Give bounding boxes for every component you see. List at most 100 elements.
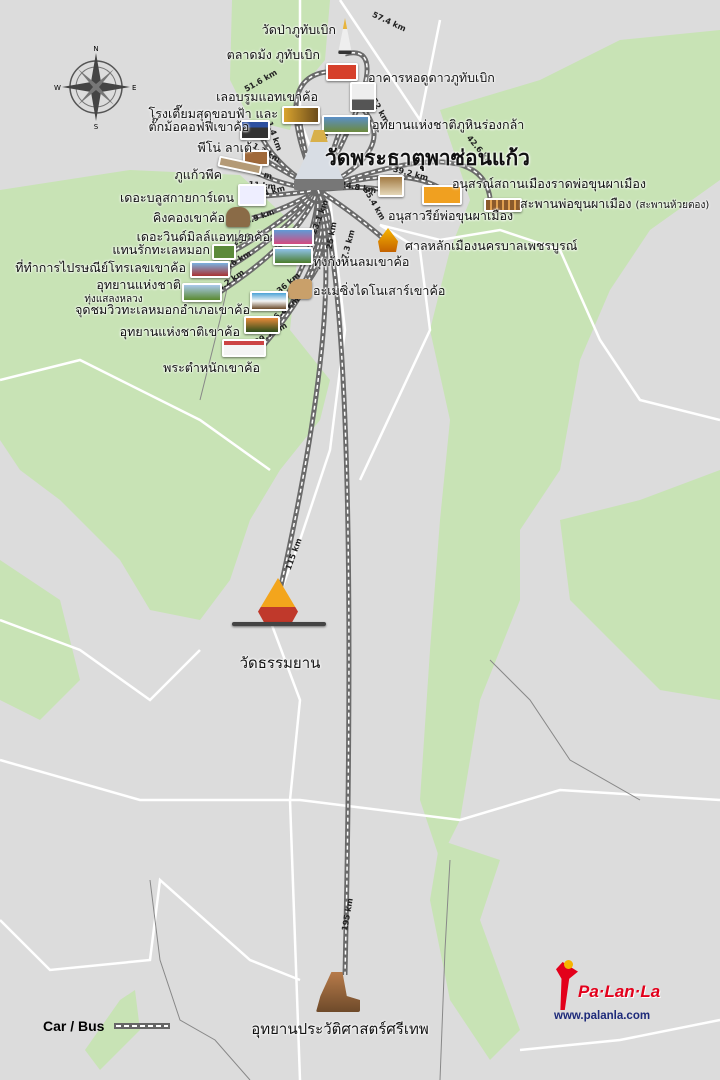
mascot-icon [556,962,578,1010]
king-kong-icon [226,207,250,227]
place-label-rong-tiam[interactable]: โรงเตี๊ยมสุดขอบฟ้า และตั๊กม้อคอฟฟี่เขาค้… [148,106,279,134]
place-label-wat-thammayan[interactable]: วัดธรรมยาน [240,656,321,671]
place-label-si-thep[interactable]: อุทยานประวัติศาสตร์ศรีเทพ [251,1022,429,1037]
place-label-viewpoint[interactable]: จุดชมวิวทะเลหมอกอำเภอเขาค้อ [75,302,250,317]
place-label-mueang-rad-memorial[interactable]: อนุสรณ์สถานเมืองราดพ่อขุนผาเมือง [452,176,647,191]
place-label-thung-salaeng-luang[interactable]: อุทยานแห่งชาติทุ่งแสลงหลวง [84,277,181,305]
place-label-khao-kho-park[interactable]: อุทยานแห่งชาติเขาค้อ [119,324,240,339]
place-name: พีโน่ ลาเต้ [197,140,252,155]
place-name: อะเมซิ่งไดโนเสาร์เขาค้อ [313,283,446,298]
wind-turbine-photo-icon [273,247,313,265]
distance-label: 195 km [340,897,355,931]
place-name: ศาลหลักเมืองนครบาลเพชรบูรณ์ [405,238,578,253]
place-name: เดอะบลูสกายการ์เดน [120,190,234,205]
place-name: อุทยานแห่งชาติภูหินร่องกล้า [372,117,525,132]
place-name: อนุสาวรีย์พ่อขุนผาเมือง [388,208,514,223]
le-broom-icon [282,106,320,124]
route-dash-post-office [227,189,319,269]
place-name-secondary: ตั๊กม้อคอฟฟี่เขาค้อ [148,118,250,134]
viewpoint-photo-icon [250,291,288,311]
place-label-post-office[interactable]: ที่ทำการไปรษณีย์โทรเลขเขาค้อ [15,260,186,275]
compass-e: E [132,84,136,92]
place-name: อนุสรณ์สถานเมืองราดพ่อขุนผาเมือง [452,176,647,191]
place-name: แทนรักทะเลหมอก [112,242,210,257]
hub-label[interactable]: วัดพระธาตุพาซ่อนแก้ว [325,146,530,170]
palanla-logo: Pa·Lan·La www.palanla.com [550,960,680,1030]
place-label-observatory[interactable]: อาคารหอดูดาวภูทับเบิก [368,70,495,85]
place-label-phu-hin-rong-kla[interactable]: อุทยานแห่งชาติภูหินร่องกล้า [372,117,525,132]
place-name: อุทยานแห่งชาติ [96,277,181,292]
place-name: ทุ่งกังหันลมเขาค้อ [313,254,410,269]
compass-w: W [54,84,61,92]
place-name-secondary: (สะพานห้วยตอง) [635,200,710,211]
route-dash-huai-tong-bridge [317,161,491,199]
place-name: จุดชมวิวทะเลหมอกอำเภอเขาค้อ [75,302,250,317]
memorial-hall-icon [422,185,462,205]
place-name: วัดป่าภูทับเบิก [261,22,336,37]
place-label-thaen-rak[interactable]: แทนรักทะเลหมอก [112,242,210,257]
post-office-photo-icon [190,261,230,278]
place-label-hmong-market[interactable]: ตลาดม้ง ภูทับเบิก [226,47,320,62]
place-name: สะพานพ่อขุนผาเมือง [520,196,632,211]
place-label-windmill[interactable]: เดอะวินด์มิลล์แอทเขาค้อ [136,229,270,244]
heart-sign-icon [212,244,236,260]
route-dash-le-broom [299,121,319,191]
phu-hin-rong-kla-photo-icon [322,115,370,134]
province-borders [149,229,641,1080]
place-label-royal-palace[interactable]: พระตำหนักเขาค้อ [163,361,260,375]
route-dash-pino-latte [264,159,319,191]
place-label-wat-pa-phu-thap-boek[interactable]: วัดป่าภูทับเบิก [261,22,336,37]
place-label-pino-latte[interactable]: พีโน่ ลาเต้ [197,140,252,155]
compass-n: N [93,45,98,53]
bridge-icon [484,198,522,212]
mascot-head [564,960,573,969]
place-name: วัดธรรมยาน [239,654,321,672]
place-label-le-broom[interactable]: เลอบรูมแอทเขาค้อ [216,89,318,104]
dinosaur-icon [288,279,312,299]
market-icon [326,63,358,81]
observatory-icon [350,82,376,112]
windmill-photo-icon [272,228,314,246]
palace-icon [222,339,266,357]
legend-label: Car / Bus [43,1018,105,1034]
place-label-pho-khun-monument[interactable]: อนุสาวรีย์พ่อขุนผาเมือง [388,208,514,223]
place-label-phu-kaew-peak[interactable]: ภูแก้วพีค [174,167,223,182]
place-name: อาคารหอดูดาวภูทับเบิก [368,70,495,85]
place-name: อุทยานประวัติศาสตร์ศรีเทพ [251,1020,429,1038]
car-bus-route-swatch [114,1023,171,1029]
thung-salaeng-photo-icon [182,283,222,302]
route-dash-hmong-market [295,71,327,191]
place-name: เลอบรูมแอทเขาค้อ [216,89,318,104]
compass-s: S [94,123,99,131]
pagoda-icon [240,120,270,140]
wat-thammayan-base [232,622,326,626]
place-name: ตลาดม้ง ภูทับเบิก [226,47,320,62]
route-dash-si-thep [317,189,350,976]
place-name: อุทยานแห่งชาติเขาค้อ [119,324,240,339]
route-dash-thaen-rak [231,189,319,253]
route-dash-wat-thammayan [279,189,327,591]
legend: Car / Bus [43,1018,171,1034]
place-label-city-pillar[interactable]: ศาลหลักเมืองนครบาลเพชรบูรณ์ [405,238,578,253]
place-label-amazing-dino[interactable]: อะเมซิ่งไดโนเสาร์เขาค้อ [313,283,446,298]
place-label-huai-tong-bridge[interactable]: สะพานพ่อขุนผาเมือง(สะพานห้วยตอง) [520,196,710,211]
route-dash-city-pillar [317,189,386,241]
place-name: ที่ทำการไปรษณีย์โทรเลขเขาค้อ [15,260,186,275]
route-dash-wat-pa-phu-thap-boek [317,52,368,191]
castle-icon [238,184,266,206]
brand-name: Pa·Lan·La [578,982,661,1001]
place-name: ภูแก้วพีค [174,167,223,182]
route-dash-phu-kaew-peak [254,171,319,191]
place-name: โรงเตี๊ยมสุดขอบฟ้า และ [148,106,279,121]
route-dash-thung-salaeng-luang [219,189,319,293]
place-label-wind-turbine-field[interactable]: ทุ่งกังหันลมเขาค้อ [313,254,410,269]
place-name: เดอะวินด์มิลล์แอทเขาค้อ [136,229,270,244]
place-name-secondary: ทุ่งแสลงหลวง [84,293,143,305]
place-label-king-kong[interactable]: คิงคองเขาค้อ [152,210,225,225]
place-name: คิงคองเขาค้อ [152,210,225,225]
brand-url[interactable]: www.palanla.com [554,1010,651,1022]
distance-label: 57.4 km [371,10,408,33]
monument-icon [378,175,404,197]
place-label-blue-sky-garden[interactable]: เดอะบลูสกายการ์เดน [120,190,234,205]
